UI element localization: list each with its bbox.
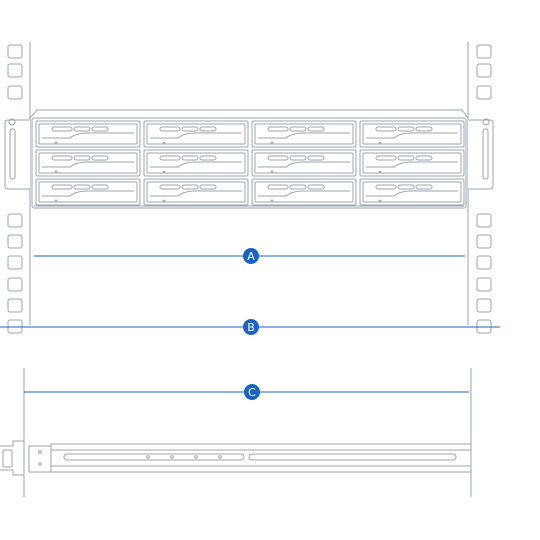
rail-dot	[146, 455, 150, 459]
drive-bay	[143, 149, 249, 177]
rack-hole	[7, 44, 23, 59]
left-mounting-holes	[7, 44, 23, 334]
right-mounting-ear	[468, 118, 494, 190]
rail-dot	[194, 455, 198, 459]
rack-hole	[476, 234, 492, 249]
rack-hole	[7, 298, 23, 313]
drive-bay	[143, 120, 249, 148]
rail-dot	[170, 455, 174, 459]
callout-a-marker	[243, 248, 259, 264]
rack-hole	[476, 213, 492, 228]
drive-bay	[143, 178, 249, 206]
rack-hole	[7, 213, 23, 228]
drive-bay	[35, 149, 141, 177]
rack-hole	[7, 234, 23, 249]
drive-bay	[251, 120, 357, 148]
drive-bay	[359, 178, 465, 206]
callout-c-marker	[244, 384, 260, 400]
drive-bay	[251, 178, 357, 206]
rack-hole	[7, 63, 23, 78]
rack-hole	[7, 277, 23, 292]
rack-hole	[476, 85, 492, 100]
rack-hole	[7, 85, 23, 100]
rail-slot-dots	[146, 455, 222, 459]
callout-a-label: A	[247, 250, 255, 263]
rack-hole	[476, 277, 492, 292]
dimension-b: B	[0, 319, 500, 335]
drive-bay	[35, 178, 141, 206]
callout-b-label: B	[247, 321, 255, 334]
dimension-a: A	[34, 248, 465, 264]
callout-c-label: C	[248, 386, 256, 399]
rack-hole	[476, 63, 492, 78]
drive-bay	[251, 149, 357, 177]
callout-b-marker	[243, 319, 259, 335]
rack-hole	[476, 255, 492, 270]
drive-bay	[359, 120, 465, 148]
rack-hole	[7, 255, 23, 270]
dimension-c: C	[24, 384, 469, 400]
mounting-rail	[0, 440, 472, 476]
rack-hole	[476, 44, 492, 59]
nas-chassis	[4, 109, 494, 209]
left-mounting-ear	[4, 118, 30, 190]
rack-hole	[476, 298, 492, 313]
drive-bay	[359, 149, 465, 177]
rail-dot	[218, 455, 222, 459]
drive-bay	[35, 120, 141, 148]
right-mounting-holes	[476, 44, 492, 334]
drive-bay-grid	[35, 120, 465, 206]
